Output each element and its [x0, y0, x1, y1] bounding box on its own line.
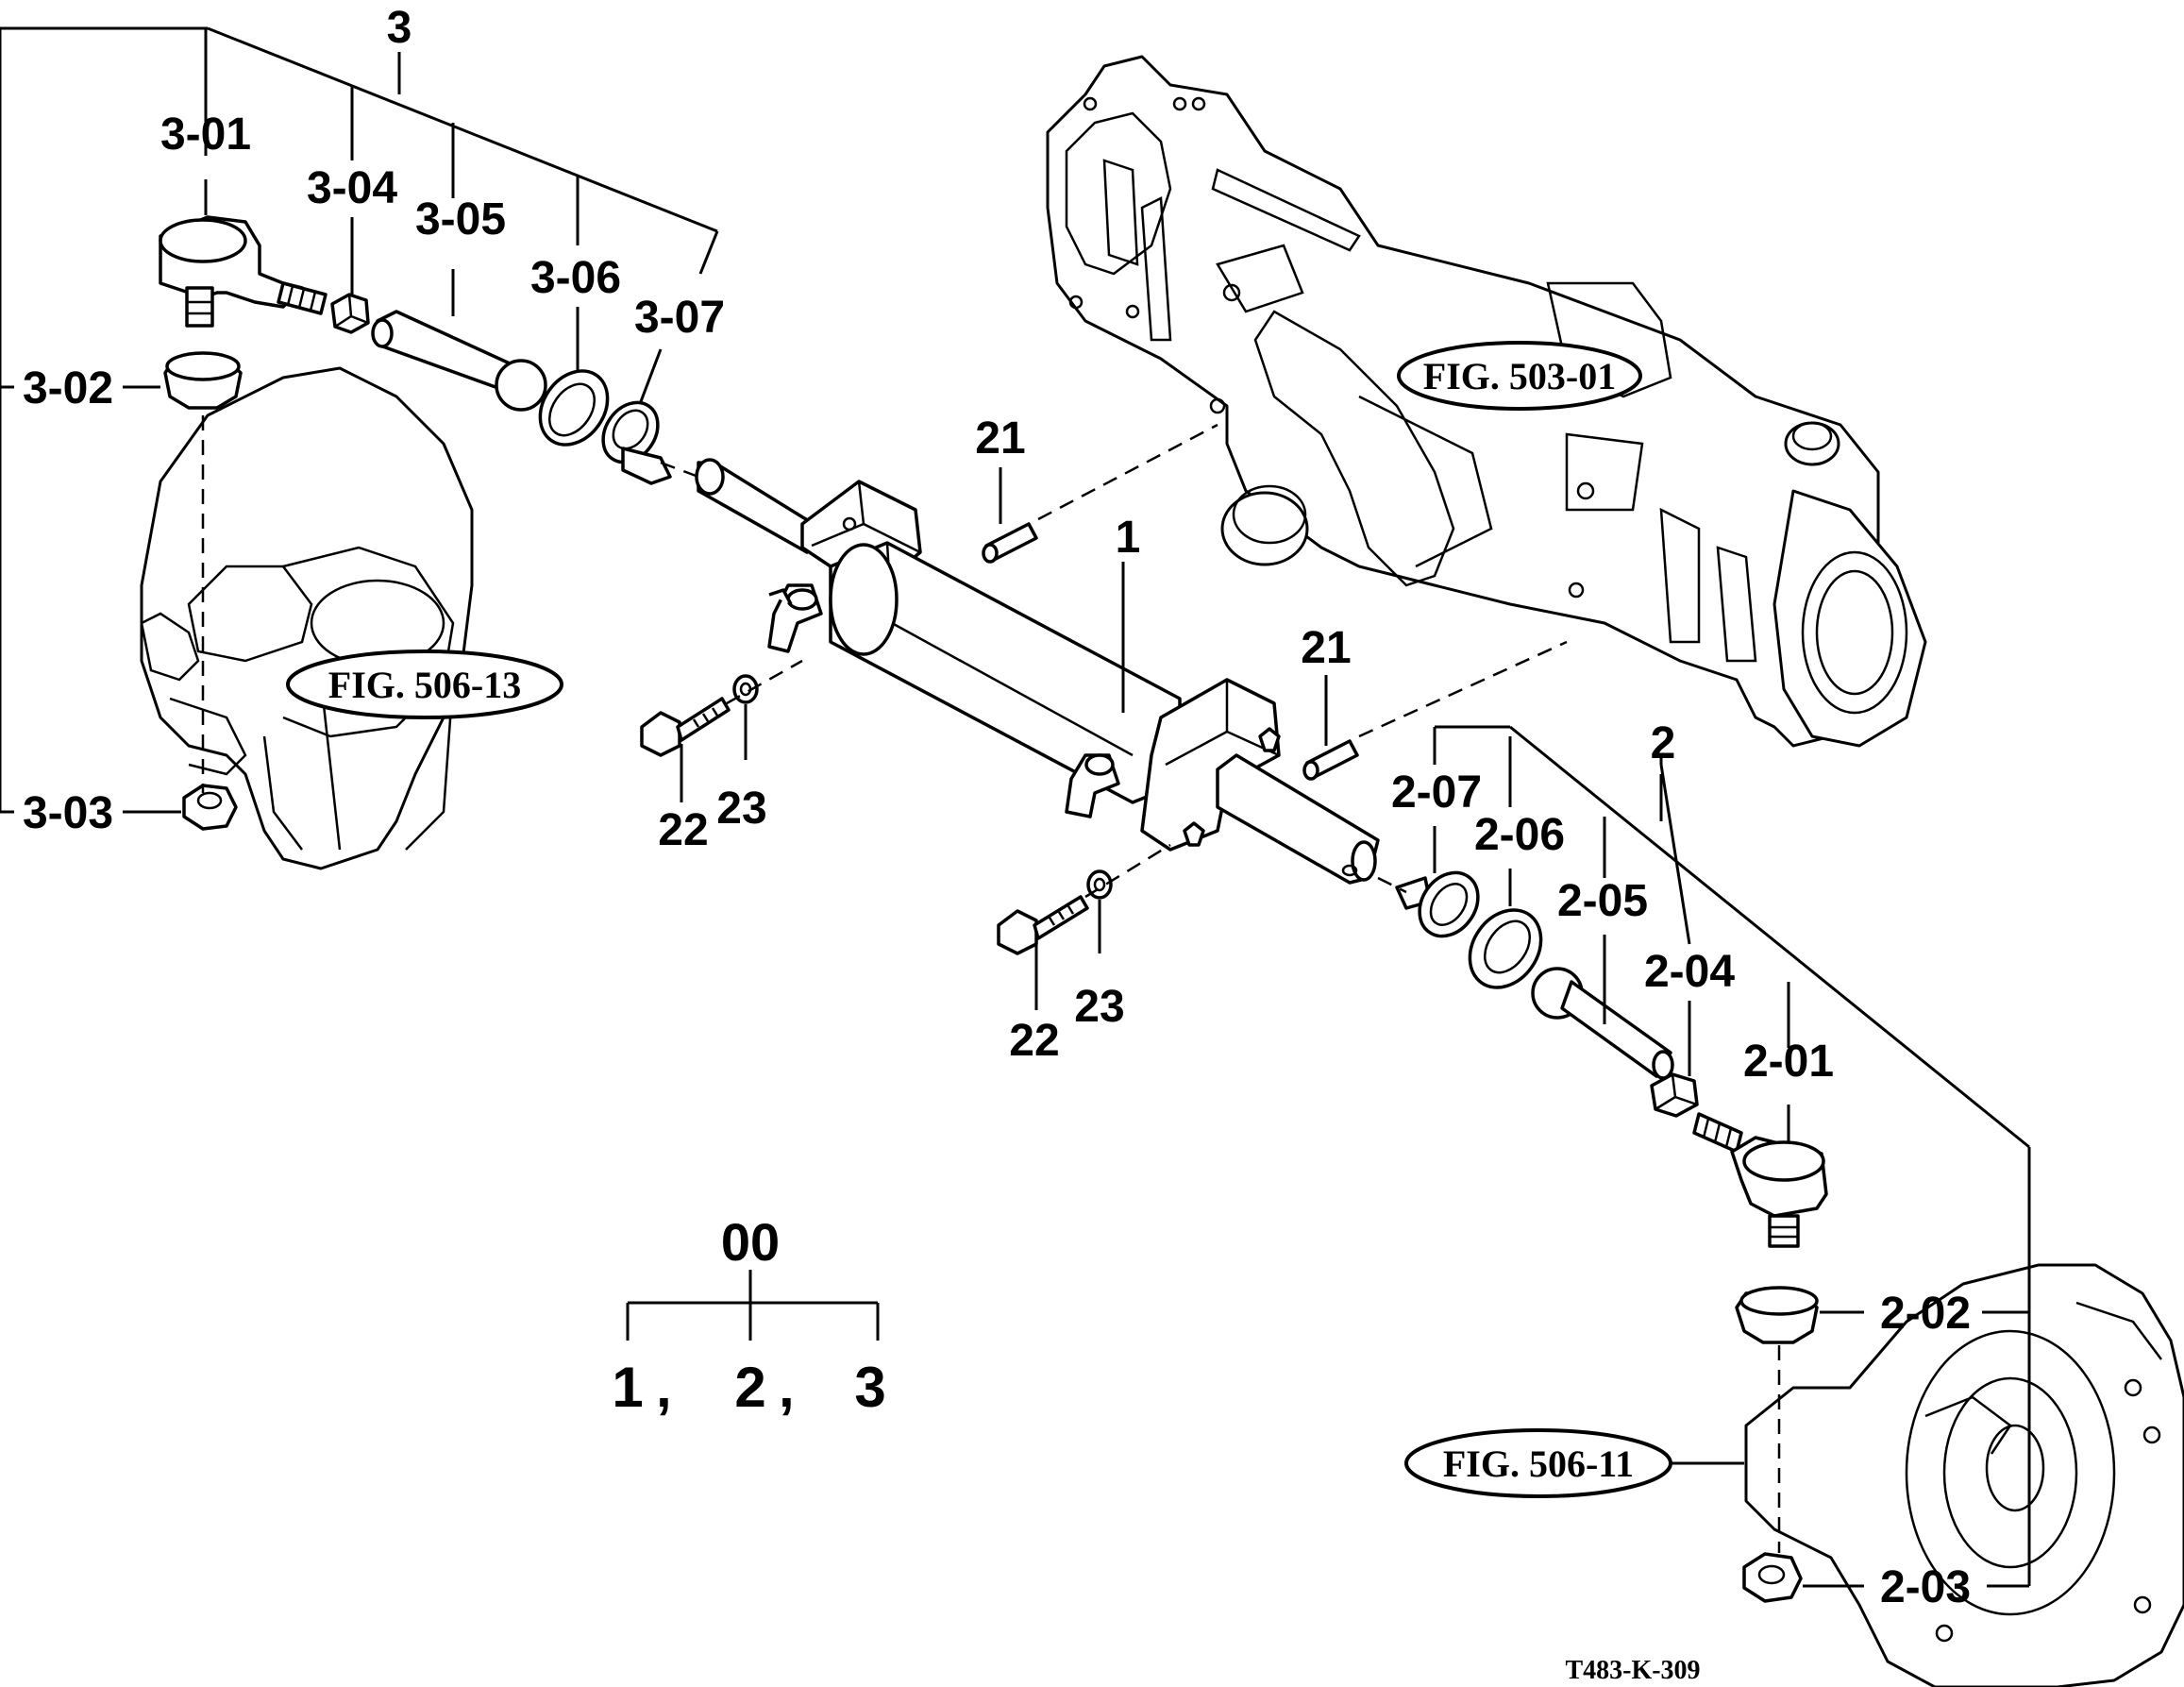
label-group-3: 3 — [387, 3, 412, 53]
pin-21-top — [982, 522, 1038, 564]
pin-21-bottom — [1302, 739, 1359, 781]
steering-knuckle-left-outline — [140, 366, 474, 870]
tie-rod-end-3-01 — [159, 215, 328, 328]
socket-2-07 — [1395, 870, 1480, 938]
assembly-child-1: 1 — [612, 1356, 643, 1419]
label-3-07: 3-07 — [634, 293, 725, 343]
label-group-2: 2 — [1651, 718, 1676, 768]
tie-rod-3-05 — [371, 310, 547, 412]
dust-cover-2-02 — [1735, 1286, 1819, 1344]
label-3-01: 3-01 — [160, 110, 251, 160]
label-22-right: 22 — [1009, 1016, 1059, 1066]
label-2-03: 2-03 — [1880, 1562, 1971, 1612]
label-22-left: 22 — [658, 805, 708, 855]
nut-3-03 — [182, 784, 238, 831]
fig-506-11-oval — [1404, 1428, 1672, 1498]
label-part-1: 1 — [1116, 513, 1141, 563]
nut-2-03 — [1742, 1552, 1803, 1603]
assembly-legend-bracket — [626, 1270, 880, 1341]
label-2-04: 2-04 — [1644, 947, 1735, 997]
seal-2-06 — [1468, 908, 1543, 989]
nut-2-04 — [1650, 1072, 1699, 1118]
steering-cylinder — [695, 458, 1380, 885]
label-2-05: 2-05 — [1557, 876, 1648, 926]
fig-503-01-ref: FIG. 503-01 — [1423, 355, 1616, 397]
fig-506-13-oval — [286, 649, 563, 719]
nut-3-04 — [330, 293, 370, 334]
fig-503-oval — [1397, 341, 1642, 411]
leader-lines-group-3 — [0, 26, 719, 814]
assembly-child-2: 2 — [734, 1356, 765, 1419]
centerlines — [201, 415, 1781, 1553]
tie-rod-end-2-01 — [1692, 1112, 1828, 1248]
bolt-22-right — [997, 895, 1089, 955]
tie-rod-2-05 — [1531, 967, 1674, 1080]
assembly-root-label: 00 — [721, 1212, 780, 1272]
label-3-06: 3-06 — [530, 253, 621, 303]
assembly-separator-1: , — [656, 1356, 672, 1419]
fig-506-11-ref: FIG. 506-11 — [1443, 1442, 1634, 1485]
leader-lines-misc — [680, 467, 1744, 1465]
socket-3-07 — [601, 400, 672, 485]
label-23-left: 23 — [716, 784, 766, 834]
assembly-separator-2: , — [779, 1356, 795, 1419]
label-3-02: 3-02 — [23, 363, 113, 413]
fig-506-13-ref: FIG. 506-13 — [328, 664, 521, 706]
label-2-07: 2-07 — [1391, 768, 1482, 818]
label-2-02: 2-02 — [1880, 1289, 1971, 1339]
bolt-22-left — [640, 697, 731, 757]
steering-knuckle-right-outline — [1744, 1263, 2184, 1687]
label-3-03: 3-03 — [23, 788, 113, 838]
dust-cover-3-02 — [163, 351, 243, 410]
label-21-bottom: 21 — [1301, 623, 1351, 673]
label-2-06: 2-06 — [1474, 810, 1565, 860]
drawing-code: T483-K-309 — [1565, 1656, 1700, 1685]
assembly-child-3: 3 — [854, 1356, 885, 1419]
leader-lines-group-2 — [1433, 725, 2031, 1588]
label-3-04: 3-04 — [307, 163, 397, 213]
label-21-top: 21 — [975, 413, 1025, 464]
seal-3-06 — [538, 369, 610, 447]
label-23-right: 23 — [1074, 982, 1124, 1032]
label-3-05: 3-05 — [415, 194, 506, 245]
label-2-01: 2-01 — [1743, 1037, 1834, 1087]
